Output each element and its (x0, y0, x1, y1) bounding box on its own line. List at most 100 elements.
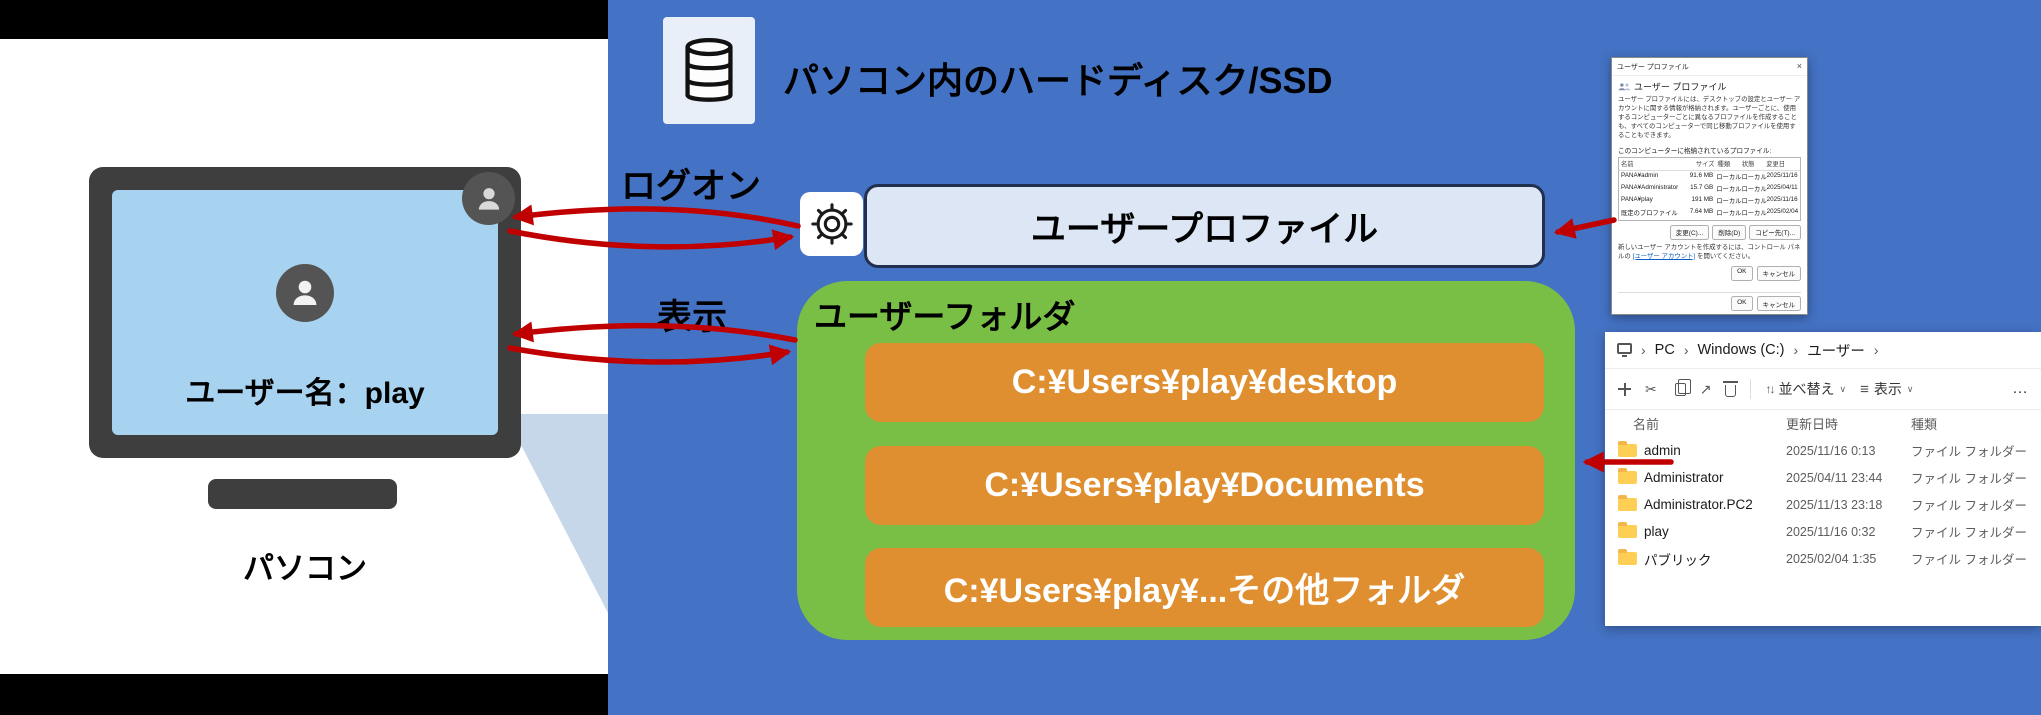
cut-icon[interactable]: ✂ (1645, 380, 1657, 397)
profile-modified: 2025/02/04 (1766, 208, 1798, 216)
folder-row[interactable]: Administrator 2025/04/11 23:44 ファイル フォルダ… (1605, 464, 2041, 491)
folder-name: play (1644, 524, 1669, 539)
delete-icon[interactable] (1723, 381, 1739, 397)
folder-modified: 2025/02/04 1:35 (1786, 551, 1877, 566)
breadcrumb-item-users[interactable]: ユーザー (1807, 343, 1865, 360)
person-icon (293, 280, 317, 305)
copy-to-button[interactable]: コピー先(T)... (1749, 224, 1801, 240)
user-folder-label: ユーザーフォルダ (814, 298, 1076, 335)
folder-path-pill-other: C:¥Users¥play¥...その他フォルダ (865, 548, 1544, 627)
view-label: 表示 (1873, 381, 1902, 397)
profile-type: ローカル (1716, 174, 1742, 182)
profile-type: ローカル (1716, 210, 1742, 218)
profile-row[interactable]: PANA¥Administrator 15.7 GB ローカル ローカル 202… (1619, 183, 1800, 195)
folder-row[interactable]: Administrator.PC2 2025/11/13 23:18 ファイル … (1605, 491, 2041, 518)
chevron-down-icon: ∨ (1906, 383, 1914, 394)
share-icon[interactable]: ↗ (1699, 380, 1712, 397)
user-profiles-dialog-screenshot: ユーザー プロファイル × ユーザー プロファイル ユーザー プロファイルには、… (1611, 57, 1808, 315)
folder-modified: 2025/11/16 0:32 (1786, 524, 1876, 539)
profile-name: PANA¥admin (1621, 172, 1659, 180)
bottom-black-bar (0, 674, 608, 715)
folder-name: admin (1644, 443, 1681, 458)
folder-type: ファイル フォルダー (1911, 553, 2027, 567)
profile-name: PANA¥play (1621, 196, 1653, 204)
user-accounts-link[interactable]: [ユーザー アカウント] (1632, 252, 1696, 260)
folder-icon (1618, 549, 1637, 565)
copy-icon[interactable] (1674, 378, 1692, 396)
chevron-down-icon: ∨ (1839, 383, 1847, 394)
cancel-button[interactable]: キャンセル (1756, 296, 1801, 311)
folder-icon (1618, 441, 1637, 457)
profile-row[interactable]: 既定のプロファイル 7.64 MB ローカル ローカル 2025/02/04 (1619, 207, 1800, 219)
dialog-titlebar: ユーザー プロファイル × (1612, 58, 1807, 76)
database-icon (663, 17, 755, 124)
chevron-right-icon: › (1641, 342, 1646, 358)
sort-icon: ↑↓ (1765, 382, 1775, 396)
cancel-button[interactable]: キャンセル (1756, 265, 1801, 281)
column-header-name[interactable]: 名前 (1621, 161, 1634, 169)
chevron-right-icon: › (1793, 342, 1799, 358)
profile-size: 191 MB (1691, 196, 1714, 204)
profile-status: ローカル (1741, 186, 1767, 194)
this-pc-icon[interactable] (1617, 342, 1632, 357)
profile-status: ローカル (1741, 210, 1767, 218)
folder-modified: 2025/04/11 23:44 (1786, 470, 1883, 485)
storage-title: パソコン内のハードディスク/SSD (783, 60, 1333, 101)
folder-type: ファイル フォルダー (1911, 445, 2027, 459)
profile-modified: 2025/04/11 (1766, 184, 1798, 192)
dialog-title: ユーザー プロファイル (1617, 63, 1689, 71)
more-button[interactable]: … (2012, 380, 2028, 397)
view-button[interactable]: ≡ 表示 ∨ (1860, 379, 1913, 399)
top-black-bar (0, 0, 608, 39)
change-type-button[interactable]: 変更(C)... (1669, 224, 1710, 240)
user-profiles-icon (1618, 82, 1631, 90)
profile-type: ローカル (1716, 198, 1742, 206)
column-header-type[interactable]: 種類 (1717, 161, 1731, 169)
folder-modified: 2025/11/13 23:18 (1786, 497, 1883, 512)
sort-button[interactable]: ↑↓ 並べ替え ∨ (1765, 379, 1846, 399)
user-avatar (276, 264, 334, 322)
ok-button[interactable]: OK (1731, 265, 1753, 281)
breadcrumb-item-windows-c[interactable]: Windows (C:) (1697, 342, 1785, 358)
monitor-stand (208, 479, 397, 509)
ok-button[interactable]: OK (1731, 296, 1753, 311)
profile-row[interactable]: PANA¥admin 91.6 MB ローカル ローカル 2025/11/16 (1619, 171, 1800, 183)
column-header-type[interactable]: 種類 (1911, 417, 1938, 432)
profile-status: ローカル (1741, 198, 1767, 206)
folder-row[interactable]: play 2025/11/16 0:32 ファイル フォルダー (1605, 518, 2041, 545)
dialog-heading-text: ユーザー プロファイル (1634, 82, 1727, 92)
gear-icon (800, 192, 863, 256)
pc-label: パソコン (243, 551, 367, 586)
close-icon[interactable]: × (1796, 61, 1802, 71)
profiles-list: 名前 サイズ 種類 状態 変更日 PANA¥admin 91.6 MB ローカル… (1618, 156, 1801, 221)
dialog-body: ユーザー プロファイル ユーザー プロファイルには、デスクトップの設定とユーザー… (1612, 76, 1807, 314)
column-header-status[interactable]: 状態 (1741, 161, 1755, 169)
profiles-list-label: このコンピューターに格納されているプロファイル: (1618, 147, 1772, 155)
folder-row[interactable]: admin 2025/11/16 0:13 ファイル フォルダー (1605, 437, 2041, 464)
parent-dialog-footer: OK キャンセル (1618, 292, 1801, 311)
database-cylinder-icon (685, 37, 733, 102)
folder-type: ファイル フォルダー (1911, 526, 2027, 540)
new-icon[interactable] (1618, 382, 1631, 396)
column-header-modified[interactable]: 更新日時 (1786, 417, 1839, 432)
profile-type: ローカル (1716, 186, 1742, 194)
gear-glyph (810, 203, 853, 245)
folder-type: ファイル フォルダー (1911, 472, 2027, 486)
breadcrumb-item-pc[interactable]: PC (1654, 342, 1675, 358)
delete-button[interactable]: 削除(D) (1712, 224, 1747, 240)
column-header-modified[interactable]: 変更日 (1766, 161, 1786, 169)
column-header-size[interactable]: サイズ (1695, 161, 1715, 169)
folder-icon (1618, 468, 1637, 484)
folder-path-pill-desktop: C:¥Users¥play¥desktop (865, 343, 1544, 422)
column-header-name[interactable]: 名前 (1633, 417, 1660, 432)
explorer-column-headers: 名前 更新日時 種類 (1605, 410, 2041, 437)
folder-row[interactable]: パブリック 2025/02/04 1:35 ファイル フォルダー (1605, 545, 2041, 572)
explorer-toolbar: ✂ ↗ ↑↓ 並べ替え ∨ ≡ 表示 ∨ … (1605, 369, 2041, 410)
profile-row[interactable]: PANA¥play 191 MB ローカル ローカル 2025/11/16 (1619, 195, 1800, 207)
chevron-right-icon: › (1873, 342, 1879, 358)
profile-size: 7.64 MB (1689, 208, 1714, 216)
sort-label: 並べ替え (1778, 381, 1835, 397)
folder-icon (1618, 495, 1637, 511)
profiles-list-header: 名前 サイズ 種類 状態 変更日 (1619, 158, 1800, 171)
profile-size: 15.7 GB (1690, 184, 1714, 192)
